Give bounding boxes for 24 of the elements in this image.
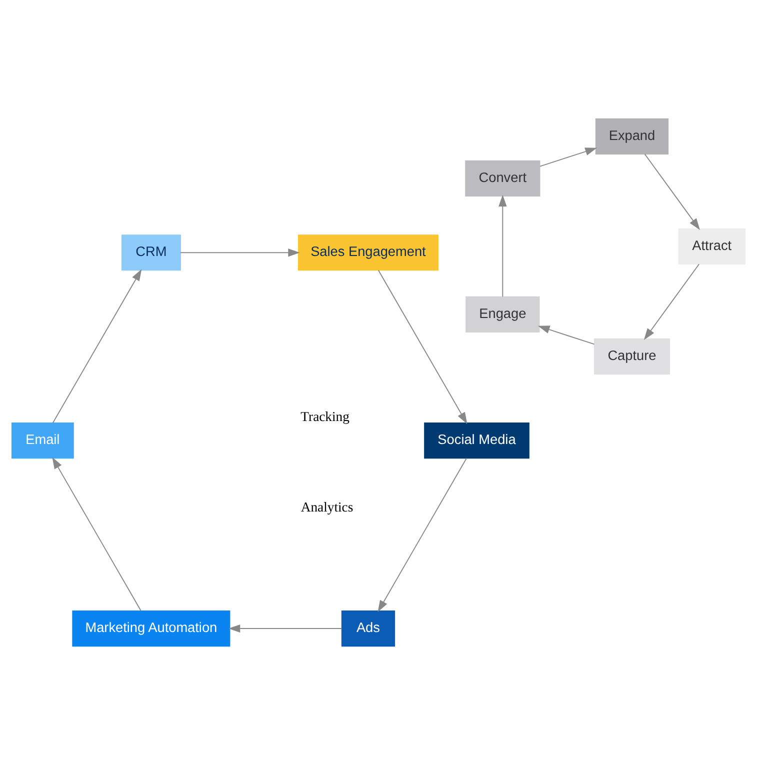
arrow [180, 248, 300, 256]
node-box: Engage [466, 296, 540, 332]
arrow [378, 457, 468, 612]
node-box: Expand [595, 118, 669, 154]
label: Analytics [300, 498, 354, 514]
label: Tracking [300, 408, 350, 424]
node-box: Capture [594, 338, 670, 374]
node-box: Sales Engagement [298, 234, 438, 270]
arrow [540, 147, 597, 166]
node-box: CRM [121, 234, 181, 270]
arrow [644, 263, 700, 340]
node-box: Ads [341, 610, 396, 646]
arrow [644, 153, 700, 230]
arrow [538, 325, 595, 344]
arrow [52, 456, 142, 611]
arrow [498, 194, 507, 297]
node-box: Convert [465, 160, 540, 196]
node-box: Social Media [424, 422, 530, 458]
node-box: Marketing Automation [72, 610, 230, 646]
arrow [52, 268, 142, 423]
arrow [378, 269, 468, 424]
node-box: Attract [678, 228, 746, 264]
arrow [228, 624, 342, 632]
node-box: Email [11, 422, 74, 458]
